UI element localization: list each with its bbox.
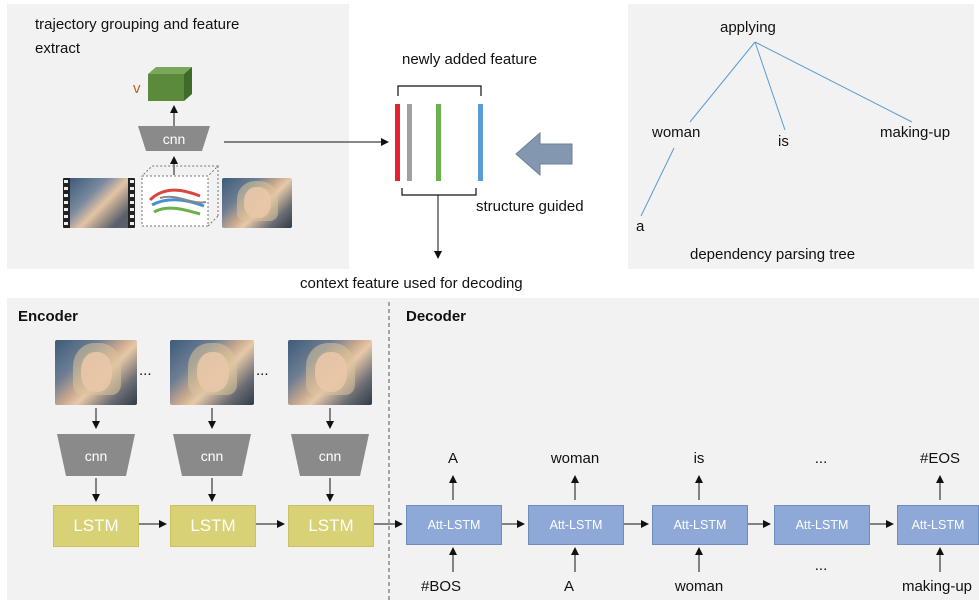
svg-text:cnn: cnn [201,448,224,464]
encoder-cnn-3: cnn [291,434,369,476]
decoder-title: Decoder [406,308,467,325]
encoder-cnn-2: cnn [173,434,251,476]
feature-bar-red [395,104,400,181]
newly-added-feature-label: newly added feature [402,51,538,68]
decoder-output-2: woman [550,450,600,467]
feature-bar-blue [478,104,483,181]
feature-bottom-bracket [401,188,477,196]
tree-child-is: is [778,133,789,150]
encoder-decoder-panel [7,298,979,600]
structure-guided-label: structure guided [476,198,584,215]
tree-child-woman: woman [652,124,701,141]
trajectory-box [140,165,220,227]
decoder-input-1: #BOS [420,578,462,595]
encoder-cnn-1: cnn [57,434,135,476]
encoder-lstm-3: LSTM [288,505,374,547]
svg-text:cnn: cnn [319,448,342,464]
encoder-ellipsis-2: ... [256,362,269,379]
trajectory-title-line2: extract [35,40,81,57]
encoder-ellipsis-1: ... [139,362,152,379]
encoder-lstm-1: LSTM [53,505,139,547]
encoder-lstm-2: LSTM [170,505,256,547]
encoder-frame-3 [288,340,372,405]
film-strip-frame [63,178,135,228]
decoder-att-lstm-2: Att-LSTM [528,505,624,545]
decoder-att-lstm-3: Att-LSTM [652,505,748,545]
svg-text:cnn: cnn [163,131,186,147]
decoder-att-lstm-1: Att-LSTM [406,505,502,545]
trajectory-title-line1: trajectory grouping and feature [35,16,240,33]
top-cnn-block: cnn [138,126,210,151]
decoder-output-4: ... [814,450,828,467]
decoder-input-3: woman [674,578,724,595]
decoder-att-lstm-5: Att-LSTM [897,505,979,545]
v-label: v [133,80,141,97]
feature-cube-icon [148,67,192,101]
structure-guided-arrow-icon [515,131,573,177]
tree-caption: dependency parsing tree [690,246,856,263]
decoder-input-2: A [563,578,574,595]
encoder-frame-2 [170,340,254,405]
feature-bar-green [436,104,441,181]
decoder-output-5: #EOS [919,450,961,467]
decoder-input-5: making-up [901,578,973,595]
feature-bar-gray [407,104,412,181]
decoder-input-4: ... [814,557,828,574]
tree-root-word: applying [720,19,776,36]
feature-top-bracket [397,85,482,96]
encoder-frame-1 [55,340,137,405]
decoder-output-3: is [693,450,705,467]
tree-child-making-up: making-up [880,124,951,141]
decoder-att-lstm-4: Att-LSTM [774,505,870,545]
video-frame-right [222,178,292,228]
decoder-output-1: A [447,450,458,467]
encoder-title: Encoder [18,308,79,325]
svg-text:cnn: cnn [85,448,108,464]
context-feature-label: context feature used for decoding [300,275,523,292]
dependency-tree-lines [640,41,913,217]
tree-leaf-a: a [636,218,645,235]
feature-bars [395,104,483,181]
parsing-tree-panel [628,4,974,269]
